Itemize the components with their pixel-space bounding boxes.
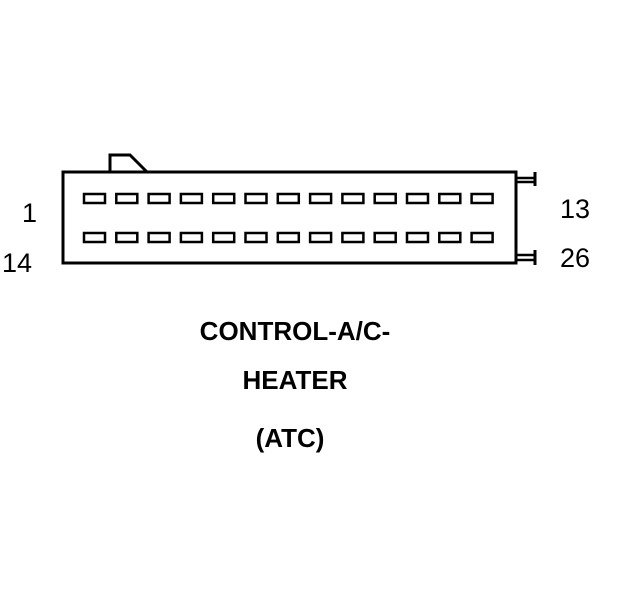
pin-cavity-10 [373, 192, 397, 205]
pin-label-1: 1 [22, 198, 38, 228]
right-keying-tab-bottom [516, 250, 537, 265]
pin-label-13: 13 [560, 194, 591, 224]
pin-cavity-9 [341, 192, 365, 205]
pin-cavity-3 [147, 192, 171, 205]
right-keying-tab-top [516, 172, 537, 186]
pin-cavity-18 [211, 231, 236, 244]
pin-cavity-5 [211, 192, 236, 205]
pin-label-14: 14 [2, 248, 33, 278]
pin-cavity-11 [405, 192, 430, 205]
connector-housing [61, 170, 518, 265]
pin-cavity-4 [179, 192, 204, 205]
pin-cavity-25 [438, 231, 462, 244]
pin-cavity-12 [438, 192, 462, 205]
pin-label-26: 26 [560, 243, 591, 273]
connector-latch [108, 153, 149, 174]
pin-cavity-13 [470, 192, 494, 205]
pin-cavity-15 [115, 231, 139, 244]
pin-cavity-8 [308, 192, 333, 205]
pin-cavity-1 [82, 192, 107, 205]
pin-cavity-19 [244, 231, 268, 244]
pin-cavity-6 [244, 192, 268, 205]
pin-cavity-23 [373, 231, 397, 244]
pin-cavity-26 [470, 231, 494, 244]
pin-cavity-21 [308, 231, 333, 244]
pin-cavity-2 [115, 192, 139, 205]
pin-cavity-7 [276, 192, 301, 205]
cavity-row-top [82, 192, 494, 205]
pin-cavity-24 [405, 231, 430, 244]
connector-title-line1: CONTROL-A/C- [199, 316, 391, 346]
cavity-row-bottom [82, 231, 494, 244]
pin-cavity-14 [82, 231, 107, 244]
connector-title-line2: HEATER [242, 365, 348, 395]
pin-cavity-22 [341, 231, 365, 244]
pin-cavity-20 [276, 231, 301, 244]
pin-cavity-16 [147, 231, 171, 244]
connector-title-abbreviation: (ATC) [255, 423, 325, 453]
pin-cavity-17 [179, 231, 204, 244]
